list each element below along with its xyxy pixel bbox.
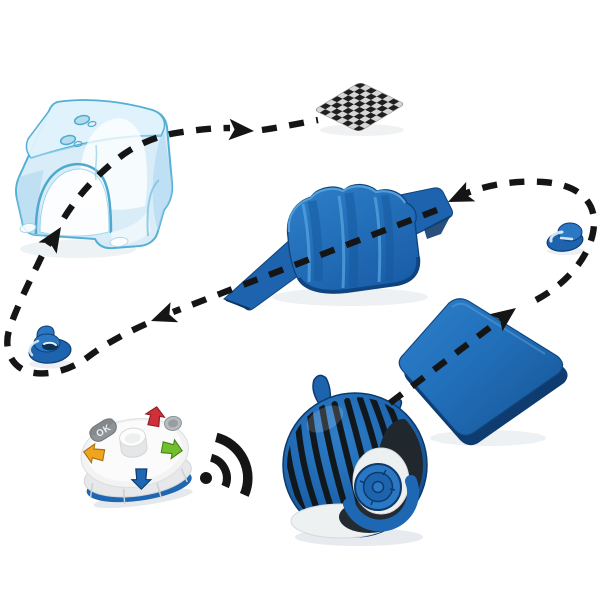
bump-bottom-edge [297, 256, 421, 294]
remote-seam [180, 468, 188, 483]
finish-tile-checkerboard [315, 82, 404, 132]
bump-left-ramp-edge [225, 299, 251, 310]
remote-button-forward [144, 406, 166, 428]
route-segment-to-finish [261, 116, 319, 134]
bump-top-highlight [287, 185, 406, 233]
ring-piece-right [546, 222, 585, 255]
route-segment-left-loop [4, 236, 148, 377]
finish-tile [315, 82, 404, 136]
tunnel-front-arch-edge [34, 162, 113, 235]
tunnel-right-wall [152, 130, 173, 231]
route-arrowhead [38, 227, 61, 254]
bump-right-ramp-fold [424, 215, 451, 239]
bump-ridge-highlight [337, 195, 346, 289]
ring-highlight [549, 230, 564, 243]
bump-ridge-shade [381, 194, 394, 282]
robot-wheel [354, 463, 402, 511]
hole-ring-small [73, 140, 83, 148]
tunnel-foot [109, 236, 129, 248]
signal-arc-large [214, 432, 253, 497]
dashed-route [4, 116, 598, 406]
remote-center-knob [119, 427, 148, 458]
wireless-signal-icon [200, 432, 253, 497]
remote-seam [156, 482, 162, 498]
robot-specular [306, 405, 344, 433]
bump-ridge-shade [344, 192, 359, 288]
hole-ring-small [87, 120, 97, 128]
route-arrowhead [448, 181, 476, 202]
route-segment-robot-to-wedge [388, 313, 507, 406]
route-arrowhead [228, 118, 254, 141]
remote-seam [89, 483, 94, 498]
remote-button-left [82, 442, 106, 465]
hole-ring [73, 114, 91, 126]
remote-button-right [160, 438, 183, 460]
bump-ridge-shade [307, 200, 323, 282]
tunnel-foot [19, 222, 37, 234]
tunnel-inner-arch-line [146, 179, 160, 237]
bump-shadow [272, 288, 428, 306]
bug-robot [282, 374, 428, 546]
route-arrowhead [489, 308, 516, 332]
wedge-sheen [451, 302, 546, 355]
hole-ring [59, 134, 77, 146]
wheel-spokes [359, 469, 396, 506]
remote-button-mode [163, 415, 182, 431]
remote-control: OK [80, 406, 193, 509]
tunnel-peg-hole [73, 114, 97, 128]
ring-piece-left [28, 325, 73, 369]
ring-hole-glint [43, 341, 57, 346]
signal-dot [200, 472, 212, 484]
signal-arc-small [209, 453, 231, 489]
tunnel-peg-hole [59, 134, 83, 148]
tunnel-seam [94, 144, 98, 181]
ring-highlight [28, 339, 40, 357]
tunnel-front-arch-glow [39, 168, 110, 237]
wedge-ramp [398, 298, 568, 446]
wedge-top-face [398, 298, 564, 436]
robot-wheel-band [343, 475, 419, 532]
wheel-hub [371, 480, 385, 494]
route-arrowhead [151, 302, 179, 323]
bump-obstacle [223, 183, 454, 311]
remote-seam [122, 488, 126, 504]
remote-button-back [130, 468, 153, 490]
tunnel-piece [14, 99, 174, 258]
route-segment-over-bump [171, 207, 439, 315]
route-segment-through-tunnel [61, 124, 231, 220]
remote-button-ok: OK [88, 418, 117, 442]
bump-ridge-highlight [301, 203, 311, 283]
ring-slot [559, 236, 574, 241]
